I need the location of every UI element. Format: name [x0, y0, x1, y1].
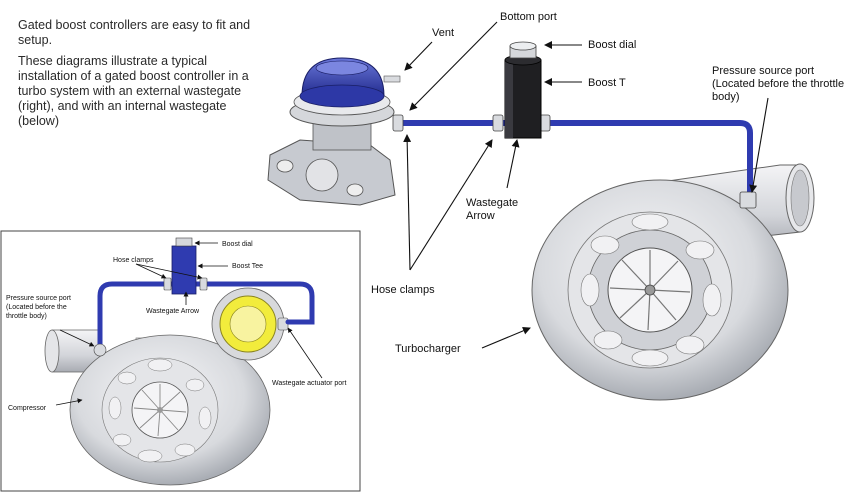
label-bottom-port: Bottom port — [500, 11, 557, 23]
turbocharger — [531, 179, 789, 401]
label-hose-clamps: Hose clamps — [371, 284, 435, 296]
intro-paragraph-1: Gated boost controllers are easy to fit … — [18, 18, 251, 47]
label-turbocharger: Turbocharger — [395, 343, 461, 355]
inset-diagram: Boost dial Hose clamps Boost Tee Pressur… — [0, 230, 361, 492]
inset-label-pressure-source-1: Pressure source port — [6, 295, 71, 302]
main-diagram: Vent Bottom port Boost dial Boost T Pres… — [267, 11, 844, 401]
label-boost-dial: Boost dial — [588, 39, 636, 51]
inset-label-compressor: Compressor — [8, 405, 47, 412]
inset-leader-arrows — [55, 240, 323, 406]
main-boost-hose — [392, 114, 757, 209]
intro-paragraph-2: These diagrams illustrate a typical inst… — [18, 54, 249, 128]
external-wastegate — [267, 57, 401, 206]
label-vent: Vent — [432, 27, 454, 39]
boost-controller — [504, 41, 542, 139]
inset-label-hose-clamps: Hose clamps — [113, 257, 154, 264]
inset-label-wastegate-actuator-port: Wastegate actuator port — [272, 380, 347, 387]
main-leader-arrows — [403, 21, 769, 349]
label-pressure-source-line-3: body) — [712, 91, 740, 103]
inset-boost-tee — [171, 237, 197, 295]
label-pressure-source-line-1: Pressure source port — [712, 65, 814, 77]
inset-label-pressure-source-3: throttle body) — [6, 313, 47, 320]
label-wastegate-arrow-line-2: Arrow — [466, 210, 495, 222]
inset-wastegate-actuator — [211, 287, 289, 361]
intro-text: Gated boost controllers are easy to fit … — [18, 18, 268, 135]
label-wastegate-arrow-line-1: Wastegate — [466, 197, 518, 209]
label-boost-t: Boost T — [588, 77, 626, 89]
label-pressure-source-line-2: (Located before the throttle — [712, 78, 844, 90]
inset-label-boost-tee: Boost Tee — [232, 263, 263, 270]
inset-compressor — [69, 334, 271, 486]
inset-label-boost-dial: Boost dial — [222, 241, 253, 248]
inset-label-wastegate-arrow: Wastegate Arrow — [146, 308, 200, 315]
inset-label-pressure-source-2: (Located before the — [6, 304, 67, 311]
